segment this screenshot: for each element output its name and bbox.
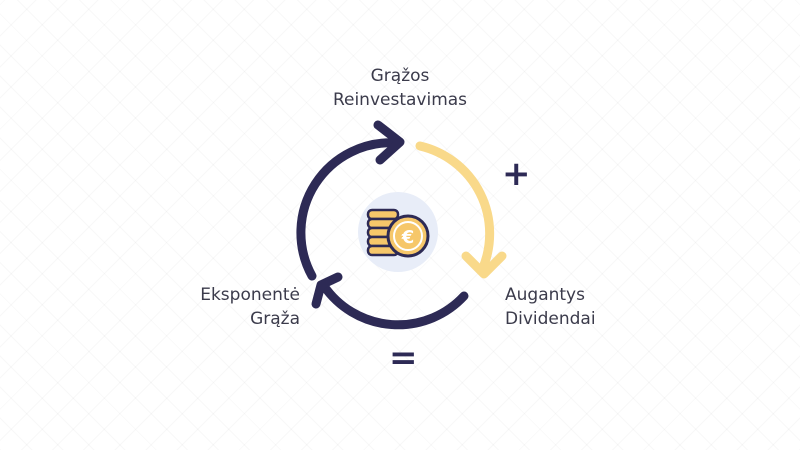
arrow-bottom-head: [311, 272, 343, 309]
label-exponential-return: Eksponentė Grąža: [150, 283, 300, 331]
label-left-line2: Grąža: [250, 309, 300, 329]
plus-symbol: +: [502, 154, 531, 194]
label-growing-dividends: Augantys Dividendai: [505, 283, 596, 331]
label-right-line2: Dividendai: [505, 309, 596, 329]
label-left-line1: Eksponentė: [200, 285, 300, 305]
equals-symbol: =: [389, 338, 418, 378]
label-top-line1: Grąžos: [370, 66, 430, 86]
euro-coin-stack-icon: €: [358, 192, 438, 272]
label-return-reinvestment: Grąžos Reinvestavimas: [300, 64, 500, 112]
arrow-right-arc: [415, 141, 495, 275]
arrow-top-head: [373, 120, 405, 165]
label-top-line2: Reinvestavimas: [332, 90, 468, 110]
euro-symbol: €: [401, 227, 415, 248]
arrow-right-head: [461, 251, 507, 279]
arrow-bottom-arc: [319, 281, 469, 330]
arrow-left-arc: [296, 138, 403, 281]
label-right-line1: Augantys: [505, 285, 585, 305]
